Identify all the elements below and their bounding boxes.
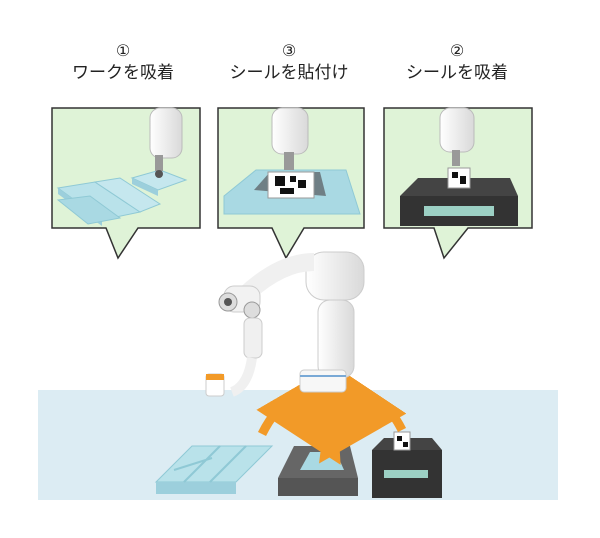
panel-step-1	[51, 107, 201, 260]
robot-arm-icon	[205, 251, 365, 397]
robot-arm-icon	[149, 107, 183, 178]
label-printer-icon	[400, 178, 518, 226]
step-3-text: シールを貼付け	[229, 63, 349, 83]
robot-arm-icon	[439, 107, 475, 166]
step-2-text: シールを吸着	[406, 63, 508, 83]
step-1-label: ① ワークを吸着	[38, 40, 208, 84]
label-printer-icon	[372, 431, 442, 498]
robot-arm-icon	[271, 107, 309, 170]
arrow-from-printer	[319, 363, 407, 464]
panel-step-3	[217, 107, 365, 260]
step-3-number: ③	[281, 41, 297, 60]
step-1-number: ①	[115, 41, 131, 60]
step-1-text: ワークを吸着	[72, 63, 174, 83]
step-3-label: ③ シールを貼付け	[204, 40, 374, 84]
qr-label-icon	[447, 167, 471, 189]
step-2-label: ② シールを吸着	[372, 40, 542, 84]
arrow-to-station	[256, 364, 341, 465]
qr-label-icon	[267, 171, 315, 199]
suction-cup-icon	[155, 170, 163, 178]
workpiece-tray-icon	[56, 177, 162, 226]
step-2-number: ②	[449, 41, 465, 60]
panel-step-2	[383, 107, 533, 260]
